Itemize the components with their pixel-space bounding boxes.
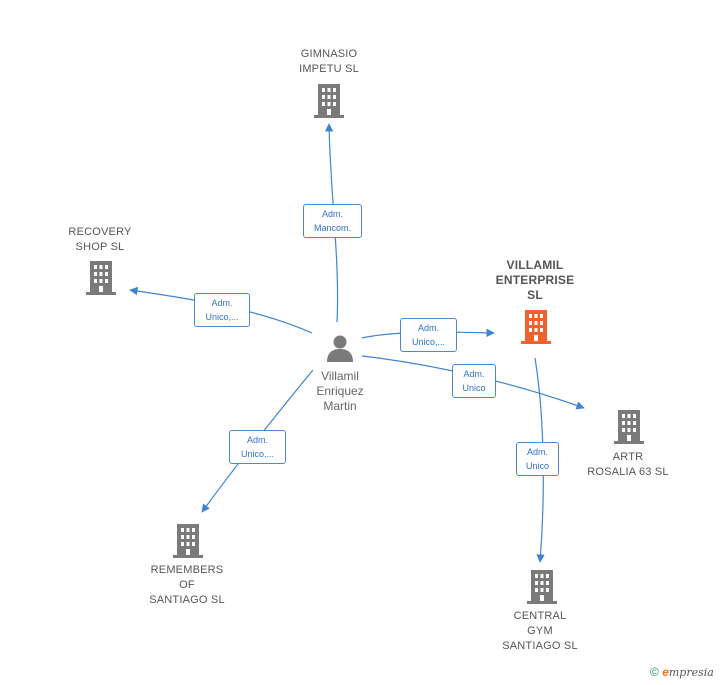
copyright-icon: ©	[650, 665, 659, 679]
relation-box-artr[interactable]: Adm. Unico	[452, 364, 496, 398]
company-label-villamil[interactable]: VILLAMIL ENTERPRISE SL	[495, 258, 575, 302]
company-label-remembers[interactable]: REMEMBERS OF SANTIAGO SL	[149, 564, 225, 606]
building-icon-central[interactable]	[527, 570, 557, 604]
relation-box-villamil[interactable]: Adm. Unico,...	[400, 318, 457, 352]
relation-box-recovery[interactable]: Adm. Unico,...	[194, 293, 250, 327]
relation-box-gimnasio[interactable]: Adm. Mancom.	[303, 204, 362, 238]
company-label-recovery[interactable]: RECOVERY SHOP SL	[68, 226, 132, 253]
relation-box-central[interactable]: Adm. Unico	[516, 442, 559, 476]
footer-brand: © empresia	[650, 665, 714, 679]
building-icon-recovery[interactable]	[86, 261, 116, 295]
brand-name: mpresia	[668, 666, 714, 679]
building-icon-remembers[interactable]	[173, 524, 203, 558]
relation-box-remembers[interactable]: Adm. Unico,...	[229, 430, 286, 464]
building-icon-artr[interactable]	[614, 410, 644, 444]
brand-initial: e	[662, 665, 669, 679]
person-label[interactable]: Villamil Enriquez Martin	[316, 369, 364, 413]
company-label-gimnasio[interactable]: GIMNASIO IMPETU SL	[299, 48, 359, 75]
building-icon-gimnasio[interactable]	[314, 84, 344, 118]
company-label-artr[interactable]: ARTR ROSALIA 63 SL	[587, 451, 669, 478]
person-icon[interactable]	[325, 333, 355, 363]
building-icon-villamil[interactable]	[521, 310, 551, 344]
company-label-central[interactable]: CENTRAL GYM SANTIAGO SL	[502, 610, 578, 652]
